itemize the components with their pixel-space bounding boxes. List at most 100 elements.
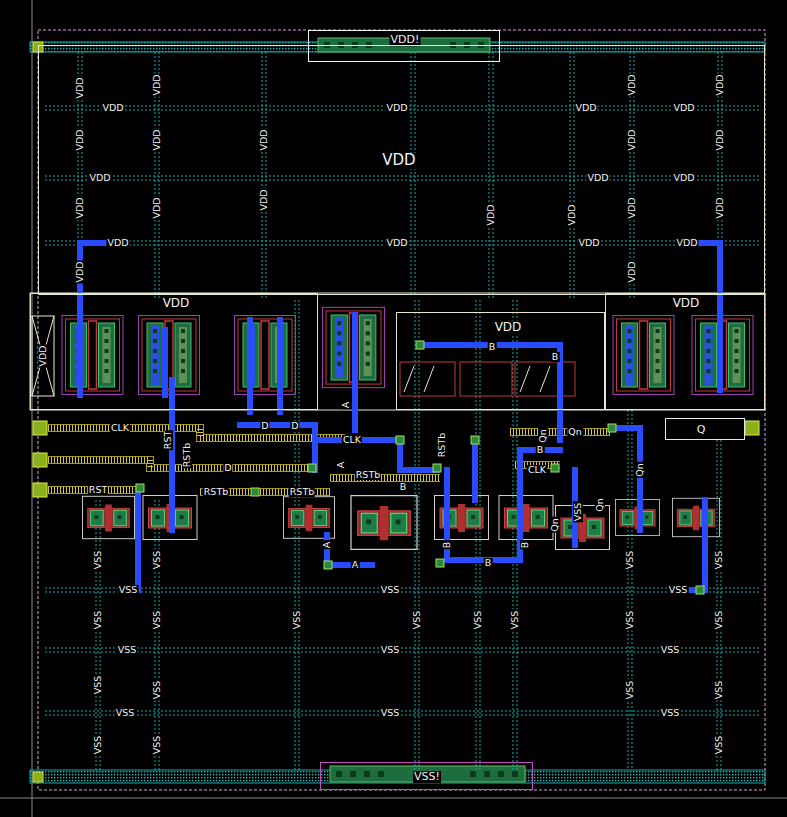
label-anchor: VSS — [660, 708, 681, 718]
net-label: RSTb — [182, 442, 192, 468]
net-label: VDD — [75, 260, 85, 283]
net-label: RSTb — [289, 487, 315, 497]
label-anchor: VDD — [75, 260, 85, 283]
label-anchor: A — [322, 541, 332, 550]
label-anchor: VSS — [412, 610, 422, 631]
net-label: VSS — [714, 735, 724, 756]
label-anchor: VSS — [660, 645, 681, 655]
net-label: VDD — [152, 73, 162, 96]
net-label: VDD — [586, 173, 609, 183]
label-anchor: VDD — [101, 103, 124, 113]
net-label: VSS — [152, 550, 162, 571]
net-label: VDD — [101, 103, 124, 113]
label-anchor: VDD — [672, 173, 695, 183]
label-anchor: VSS — [152, 550, 162, 571]
cell-region: VDD — [30, 293, 318, 410]
net-label: VSS — [93, 675, 103, 696]
label-anchor: VSS — [714, 550, 724, 571]
label-anchor: VSS — [117, 645, 138, 655]
net-label: VSS — [714, 680, 724, 701]
label-anchor: VSS — [380, 708, 401, 718]
label-anchor: RSTb — [182, 442, 192, 468]
text-anchor: VSS! — [413, 771, 441, 783]
net-label: CLK — [527, 465, 547, 475]
label-anchor: VDD — [152, 196, 162, 219]
region-label: VDD — [381, 153, 416, 169]
cell-region: VDD — [605, 293, 765, 410]
net-label: VDD — [259, 128, 269, 151]
label-anchor: VDD — [38, 344, 48, 367]
net-label: VSS — [714, 610, 724, 631]
net-label: VSS — [152, 610, 162, 631]
label-anchor: VDD — [88, 173, 111, 183]
net-label: VDD — [627, 73, 637, 96]
label-anchor: D — [223, 463, 232, 473]
label-anchor: Qn — [538, 428, 548, 444]
net-label: VSS — [412, 610, 422, 631]
net-label: B — [484, 558, 493, 568]
net-label: RSTb — [203, 487, 229, 497]
label-anchor: VSS — [380, 585, 401, 595]
net-label: VDD — [627, 196, 637, 219]
net-label: VSS — [660, 645, 681, 655]
label-anchor: VDD — [385, 238, 408, 248]
label-anchor: D — [260, 421, 269, 431]
label-anchor: VSS — [573, 502, 583, 523]
net-label: VDD — [715, 73, 725, 96]
net-label: VDD — [75, 128, 85, 151]
text-anchor: VDD — [672, 297, 701, 310]
net-label: VSS — [660, 708, 681, 718]
net-label: VSS — [93, 610, 103, 631]
net-label: B — [551, 352, 560, 362]
net-label: VSS — [380, 645, 401, 655]
label-anchor: VDD — [715, 128, 725, 151]
label-anchor: VSS — [625, 550, 635, 571]
label-anchor: VDD — [486, 203, 496, 226]
label-anchor: B — [484, 558, 493, 568]
label-anchor: VDD — [75, 196, 85, 219]
net-label: VDD — [152, 196, 162, 219]
net-label: VDD — [385, 103, 408, 113]
net-label: A — [322, 541, 332, 550]
label-anchor: B — [536, 445, 545, 455]
net-label: VDD — [88, 173, 111, 183]
label-anchor: VDD — [627, 260, 637, 283]
label-anchor: RST — [88, 485, 108, 495]
label-anchor: VSS — [93, 610, 103, 631]
text-anchor: VDD — [381, 153, 416, 169]
label-anchor: VSS — [93, 675, 103, 696]
net-label: VSS — [115, 708, 136, 718]
label-anchor: CLK — [527, 465, 547, 475]
label-anchor: VDD — [106, 238, 129, 248]
text-anchor: VDD — [494, 321, 523, 334]
region-label: VDD — [494, 321, 523, 334]
net-label: VSS — [473, 610, 483, 631]
net-label: VSS — [380, 708, 401, 718]
net-label: Qn — [595, 497, 605, 513]
net-label: B — [399, 482, 408, 492]
net-label: Qn — [550, 517, 560, 533]
net-label: VDD — [486, 203, 496, 226]
cell-region: VDD — [396, 312, 605, 410]
label-anchor: VSS — [93, 550, 103, 571]
label-anchor: B — [442, 541, 452, 550]
net-label: VDD — [675, 238, 698, 248]
label-anchor: VSS — [152, 610, 162, 631]
net-label: B — [488, 342, 497, 352]
net-label: VSS — [573, 502, 583, 523]
net-label: VSS — [152, 680, 162, 701]
region-label: VSS! — [413, 771, 441, 783]
label-anchor: VSS — [152, 735, 162, 756]
label-anchor: A — [336, 461, 346, 470]
label-anchor: RSTb — [437, 432, 447, 458]
label-anchor: VDD — [567, 203, 577, 226]
net-label: VDD — [715, 128, 725, 151]
net-label: VSS — [625, 680, 635, 701]
net-label: VSS — [510, 610, 520, 631]
net-label: VSS — [93, 550, 103, 571]
cell-region: VDD — [38, 45, 765, 295]
label-anchor: B — [488, 342, 497, 352]
